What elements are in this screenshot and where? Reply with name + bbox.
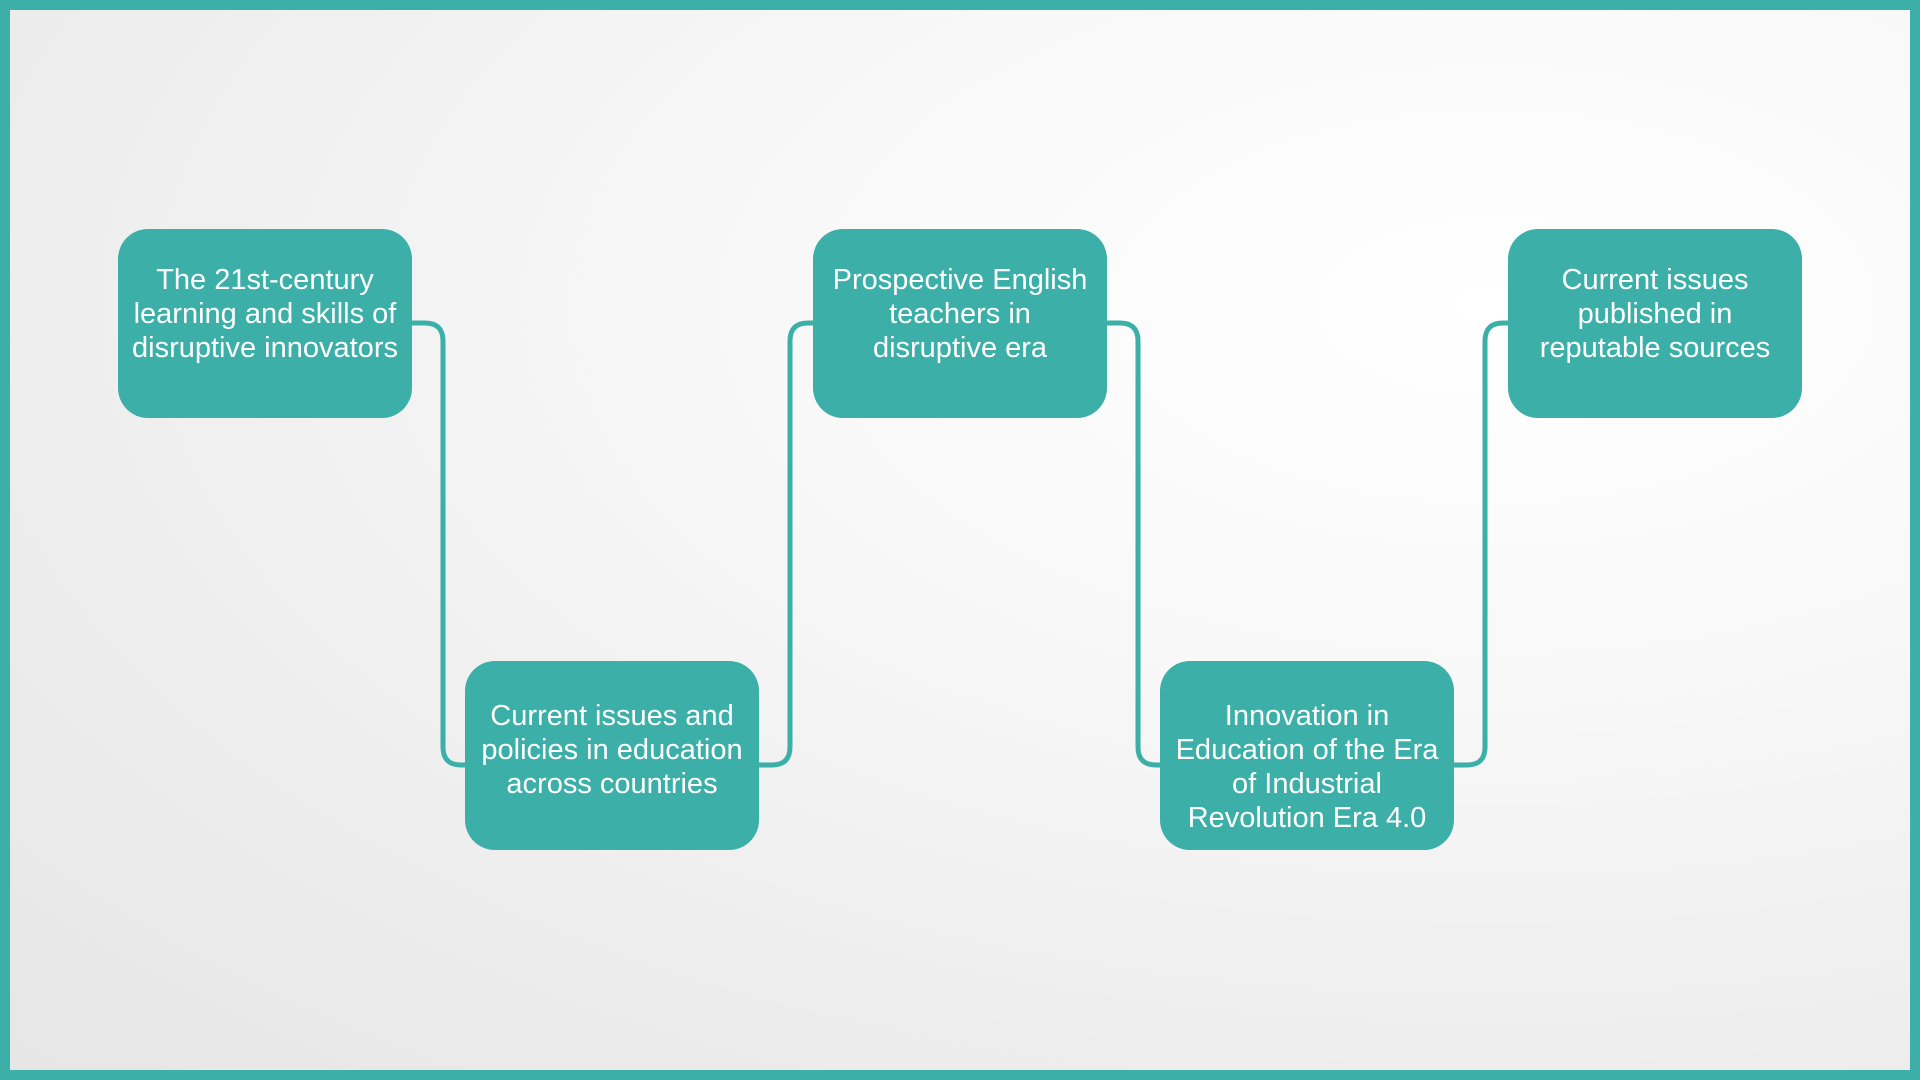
node-prospective-english-teachers: Prospective English teachers in disrupti…	[813, 229, 1107, 418]
node-label: Prospective English teachers in disrupti…	[832, 264, 1088, 364]
node-innovation-industrial-revolution: Innovation in Education of the Era of In…	[1160, 661, 1454, 850]
node-label: Current issues published in reputable so…	[1539, 264, 1771, 364]
node-label: Innovation in Education of the Era of In…	[1175, 700, 1439, 834]
connector-lines	[409, 320, 1511, 768]
connector-4-5	[1451, 320, 1511, 768]
node-label: Current issues and policies in education…	[481, 700, 743, 800]
connector-1-2	[409, 320, 468, 768]
node-label: The 21st-century learning and skills of …	[132, 264, 398, 364]
node-current-issues-reputable-sources: Current issues published in reputable so…	[1508, 229, 1802, 418]
node-current-issues-policies: Current issues and policies in education…	[465, 661, 759, 850]
node-21st-century-skills: The 21st-century learning and skills of …	[118, 229, 412, 418]
connector-2-3	[756, 320, 816, 768]
connector-3-4	[1104, 320, 1163, 768]
